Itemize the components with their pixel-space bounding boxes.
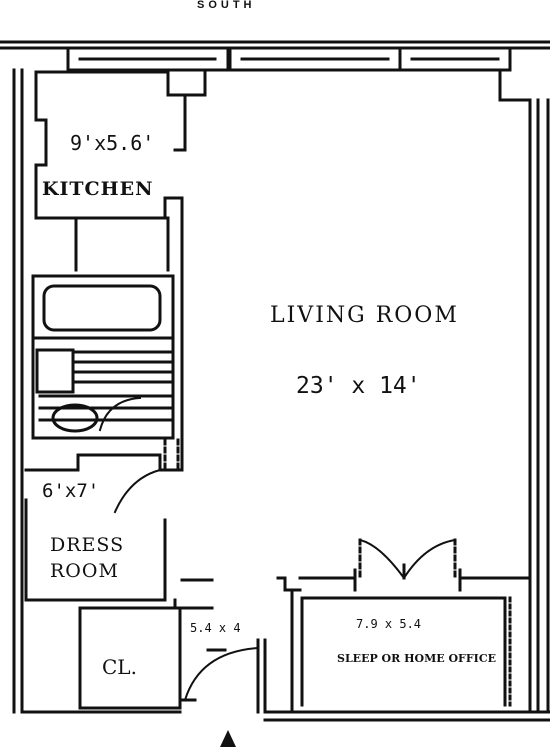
exterior-wall-bottom: [20, 710, 550, 722]
dress-room-dimensions: 6'x7': [42, 480, 100, 502]
closet-dimensions: 5.4 x 4: [190, 621, 241, 635]
closet-walls: [78, 598, 214, 710]
sleep-office-dimensions: 7.9 x 5.4: [356, 617, 422, 631]
dress-room-label-line2: ROOM: [50, 560, 119, 582]
kitchen-label: KITCHEN: [42, 178, 154, 200]
bathroom: [31, 274, 180, 472]
entry-door: [178, 638, 267, 714]
exterior-wall-top: [0, 40, 550, 72]
dress-room-walls: [24, 453, 214, 602]
entrance-arrow: [220, 730, 236, 747]
kitchen-dimensions: 9'x5.6': [70, 131, 155, 155]
sleep-office-walls: [276, 538, 532, 714]
living-room-label: LIVING ROOM: [270, 303, 459, 328]
compass-label: SOUTH: [197, 0, 256, 11]
dress-room-label-line1: DRESS: [50, 534, 125, 556]
exterior-wall-right: [498, 68, 550, 714]
sleep-office-label: SLEEP OR HOME OFFICE: [337, 652, 496, 665]
kitchen-walls: [34, 70, 207, 272]
closet-label: CL.: [102, 655, 137, 679]
living-room-dimensions: 23' x 14': [296, 373, 421, 399]
exterior-wall-left: [12, 68, 24, 714]
